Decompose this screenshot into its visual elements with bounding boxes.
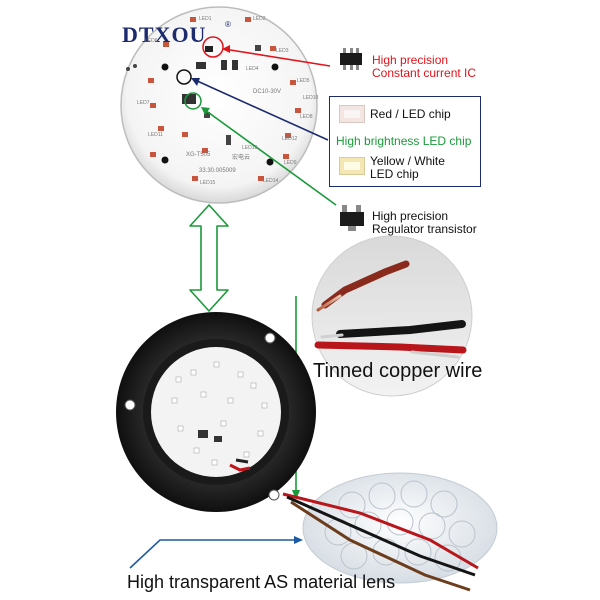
yellow-chip-icon [339, 157, 365, 175]
pcb-code: 33.30.005009 [199, 168, 236, 174]
transistor-callout-arrow [201, 107, 337, 206]
pcb-led-label: LED12 [282, 136, 298, 142]
pcb-led-label: LED5 [297, 78, 310, 84]
ic-label-line2: Constant current IC [372, 66, 477, 80]
wire-zoom-view [311, 235, 473, 397]
pcb-led-label: LED6 [145, 38, 158, 44]
lens-callout-arrow [129, 536, 303, 569]
led-chip-legend: Red / LED chip High brightness LED chip … [329, 96, 481, 187]
red-chip-label: Red / LED chip [370, 107, 451, 121]
yellow-chip-label-line1: Yellow / White [370, 154, 445, 168]
yellow-chip-label-line2: LED chip [370, 167, 419, 181]
wire-callout-arrowhead [292, 490, 300, 500]
brand-logo: DTXOU [122, 22, 207, 47]
ic-label-line1: High precision [372, 53, 449, 67]
pcb-led-label: LED10 [303, 95, 319, 101]
ic-chip-icon [340, 48, 362, 70]
double-arrow [189, 204, 229, 312]
pcb-led-label: LED7 [137, 100, 150, 106]
transistor-label-line2: Regulator transistor [372, 222, 477, 236]
transistor-icon [340, 205, 364, 231]
wire-label: Tinned copper wire [313, 360, 483, 382]
pcb-led-label: LED11 [148, 132, 163, 138]
pcb-led-label: LED8 [300, 114, 313, 120]
pcb-led-label: LED13 [242, 145, 258, 151]
transistor-label-line1: High precision [372, 209, 449, 223]
pcb-led-label: LED15 [200, 180, 216, 186]
led-chip-callout-arrow [191, 78, 329, 141]
ic-callout-arrow [222, 45, 331, 67]
lamp-housing [116, 312, 316, 512]
external-wires [282, 492, 479, 592]
pcb-chinese-text: 宏电云 [232, 155, 251, 161]
brand-registered-mark: ® [225, 20, 231, 29]
led-chip-label: High brightness LED chip [336, 134, 472, 148]
pcb-spec: DC10-30V [253, 89, 282, 95]
pcb-led-label: LED14 [263, 178, 279, 184]
pcb-led-label: LED2 [253, 16, 266, 22]
red-chip-icon [339, 105, 365, 123]
pcb-led-label: LED3 [276, 48, 289, 54]
pcb-led-label: LED9 [284, 160, 297, 166]
pcb-model: XG-T505 [186, 152, 211, 158]
pcb-led-label: LED1 [199, 16, 212, 22]
pcb-led-label: LED4 [246, 66, 259, 72]
lens-label: High transparent AS material lens [127, 572, 396, 592]
